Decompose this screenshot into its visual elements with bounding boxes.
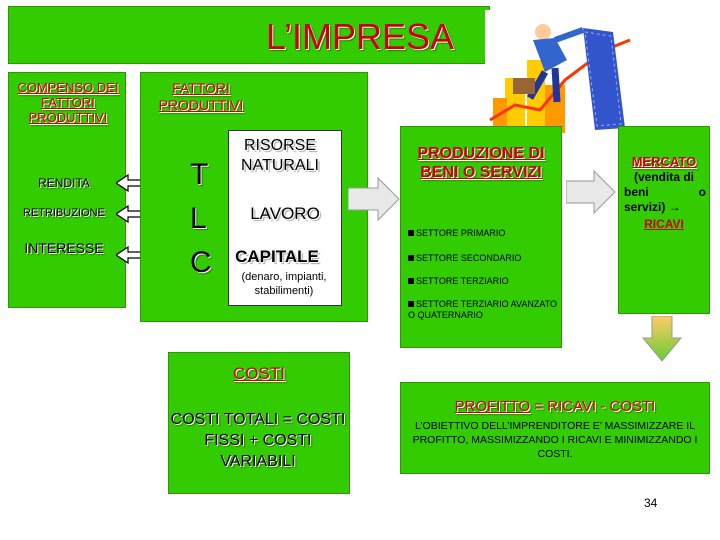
bullet-square-icon xyxy=(408,278,414,284)
rendita-label: RENDITA xyxy=(38,176,90,190)
risorse-naturali-label: RISORSE NATURALI xyxy=(241,137,319,174)
costi-formula: COSTI TOTALI = COSTI FISSI + COSTI VARIA… xyxy=(170,411,346,470)
mercato-line2: beni o xyxy=(624,185,706,199)
capitale-label: CAPITALE xyxy=(235,247,319,266)
letter-c: C xyxy=(190,246,212,279)
compenso-label: COMPENSO DEI FATTORI PRODUTTIVI xyxy=(17,80,119,125)
costi-panel xyxy=(168,352,350,494)
interesse-label: INTERESSE xyxy=(24,240,104,256)
profitto-obiettivo: L’OBIETTIVO DELL’IMPRENDITORE E’ MASSIMI… xyxy=(412,420,698,460)
profitto-word: PROFITTO xyxy=(454,398,531,415)
bullet-square-icon xyxy=(408,255,414,261)
fattori-label: FATTORI PRODUTTIVI xyxy=(158,80,244,113)
right-arrow-icon xyxy=(566,170,616,214)
settore-item: SETTORE SECONDARIO xyxy=(408,253,556,264)
settore-item: SETTORE TERZIARIO AVANZATO O QUATERNARIO xyxy=(408,299,558,320)
settore-item: SETTORE PRIMARIO xyxy=(408,228,556,239)
lavoro-label: LAVORO xyxy=(250,204,320,223)
right-arrow-icon xyxy=(348,176,400,222)
mercato-line1: (vendita di xyxy=(633,170,694,184)
down-arrow-icon xyxy=(642,316,682,362)
title-banner xyxy=(8,6,490,64)
mercato-line3: servizi) → xyxy=(624,200,681,214)
produzione-title: PRODUZIONE DI BENI O SERVIZI xyxy=(417,145,545,181)
letter-l: L xyxy=(190,202,207,235)
produzione-panel xyxy=(400,126,562,348)
mercato-title: MERCATO xyxy=(631,154,697,169)
profitto-rest: = RICAVI - COSTI xyxy=(534,398,656,415)
ricavi-label: RICAVI xyxy=(644,217,684,231)
bullet-square-icon xyxy=(408,230,414,236)
profitto-formula: PROFITTO = RICAVI - COSTI xyxy=(400,398,710,415)
fattori-inner-box xyxy=(228,130,342,306)
mercato-panel xyxy=(618,126,710,314)
retribuzione-label: RETRIBUZIONE xyxy=(23,207,105,219)
businessman-climbing-graph-icon xyxy=(485,10,635,135)
bullet-square-icon xyxy=(408,301,414,307)
costi-title: COSTI xyxy=(233,364,285,383)
page-number: 34 xyxy=(644,496,658,510)
profitto-panel xyxy=(400,382,710,474)
right-arrow-icon: → xyxy=(668,200,681,214)
capitale-note: (denaro, impianti, stabilimenti) xyxy=(241,271,327,297)
letter-t: T xyxy=(190,158,209,191)
page-title: L’IMPRESA xyxy=(265,16,455,57)
settore-item: SETTORE TERZIARIO xyxy=(408,276,556,287)
